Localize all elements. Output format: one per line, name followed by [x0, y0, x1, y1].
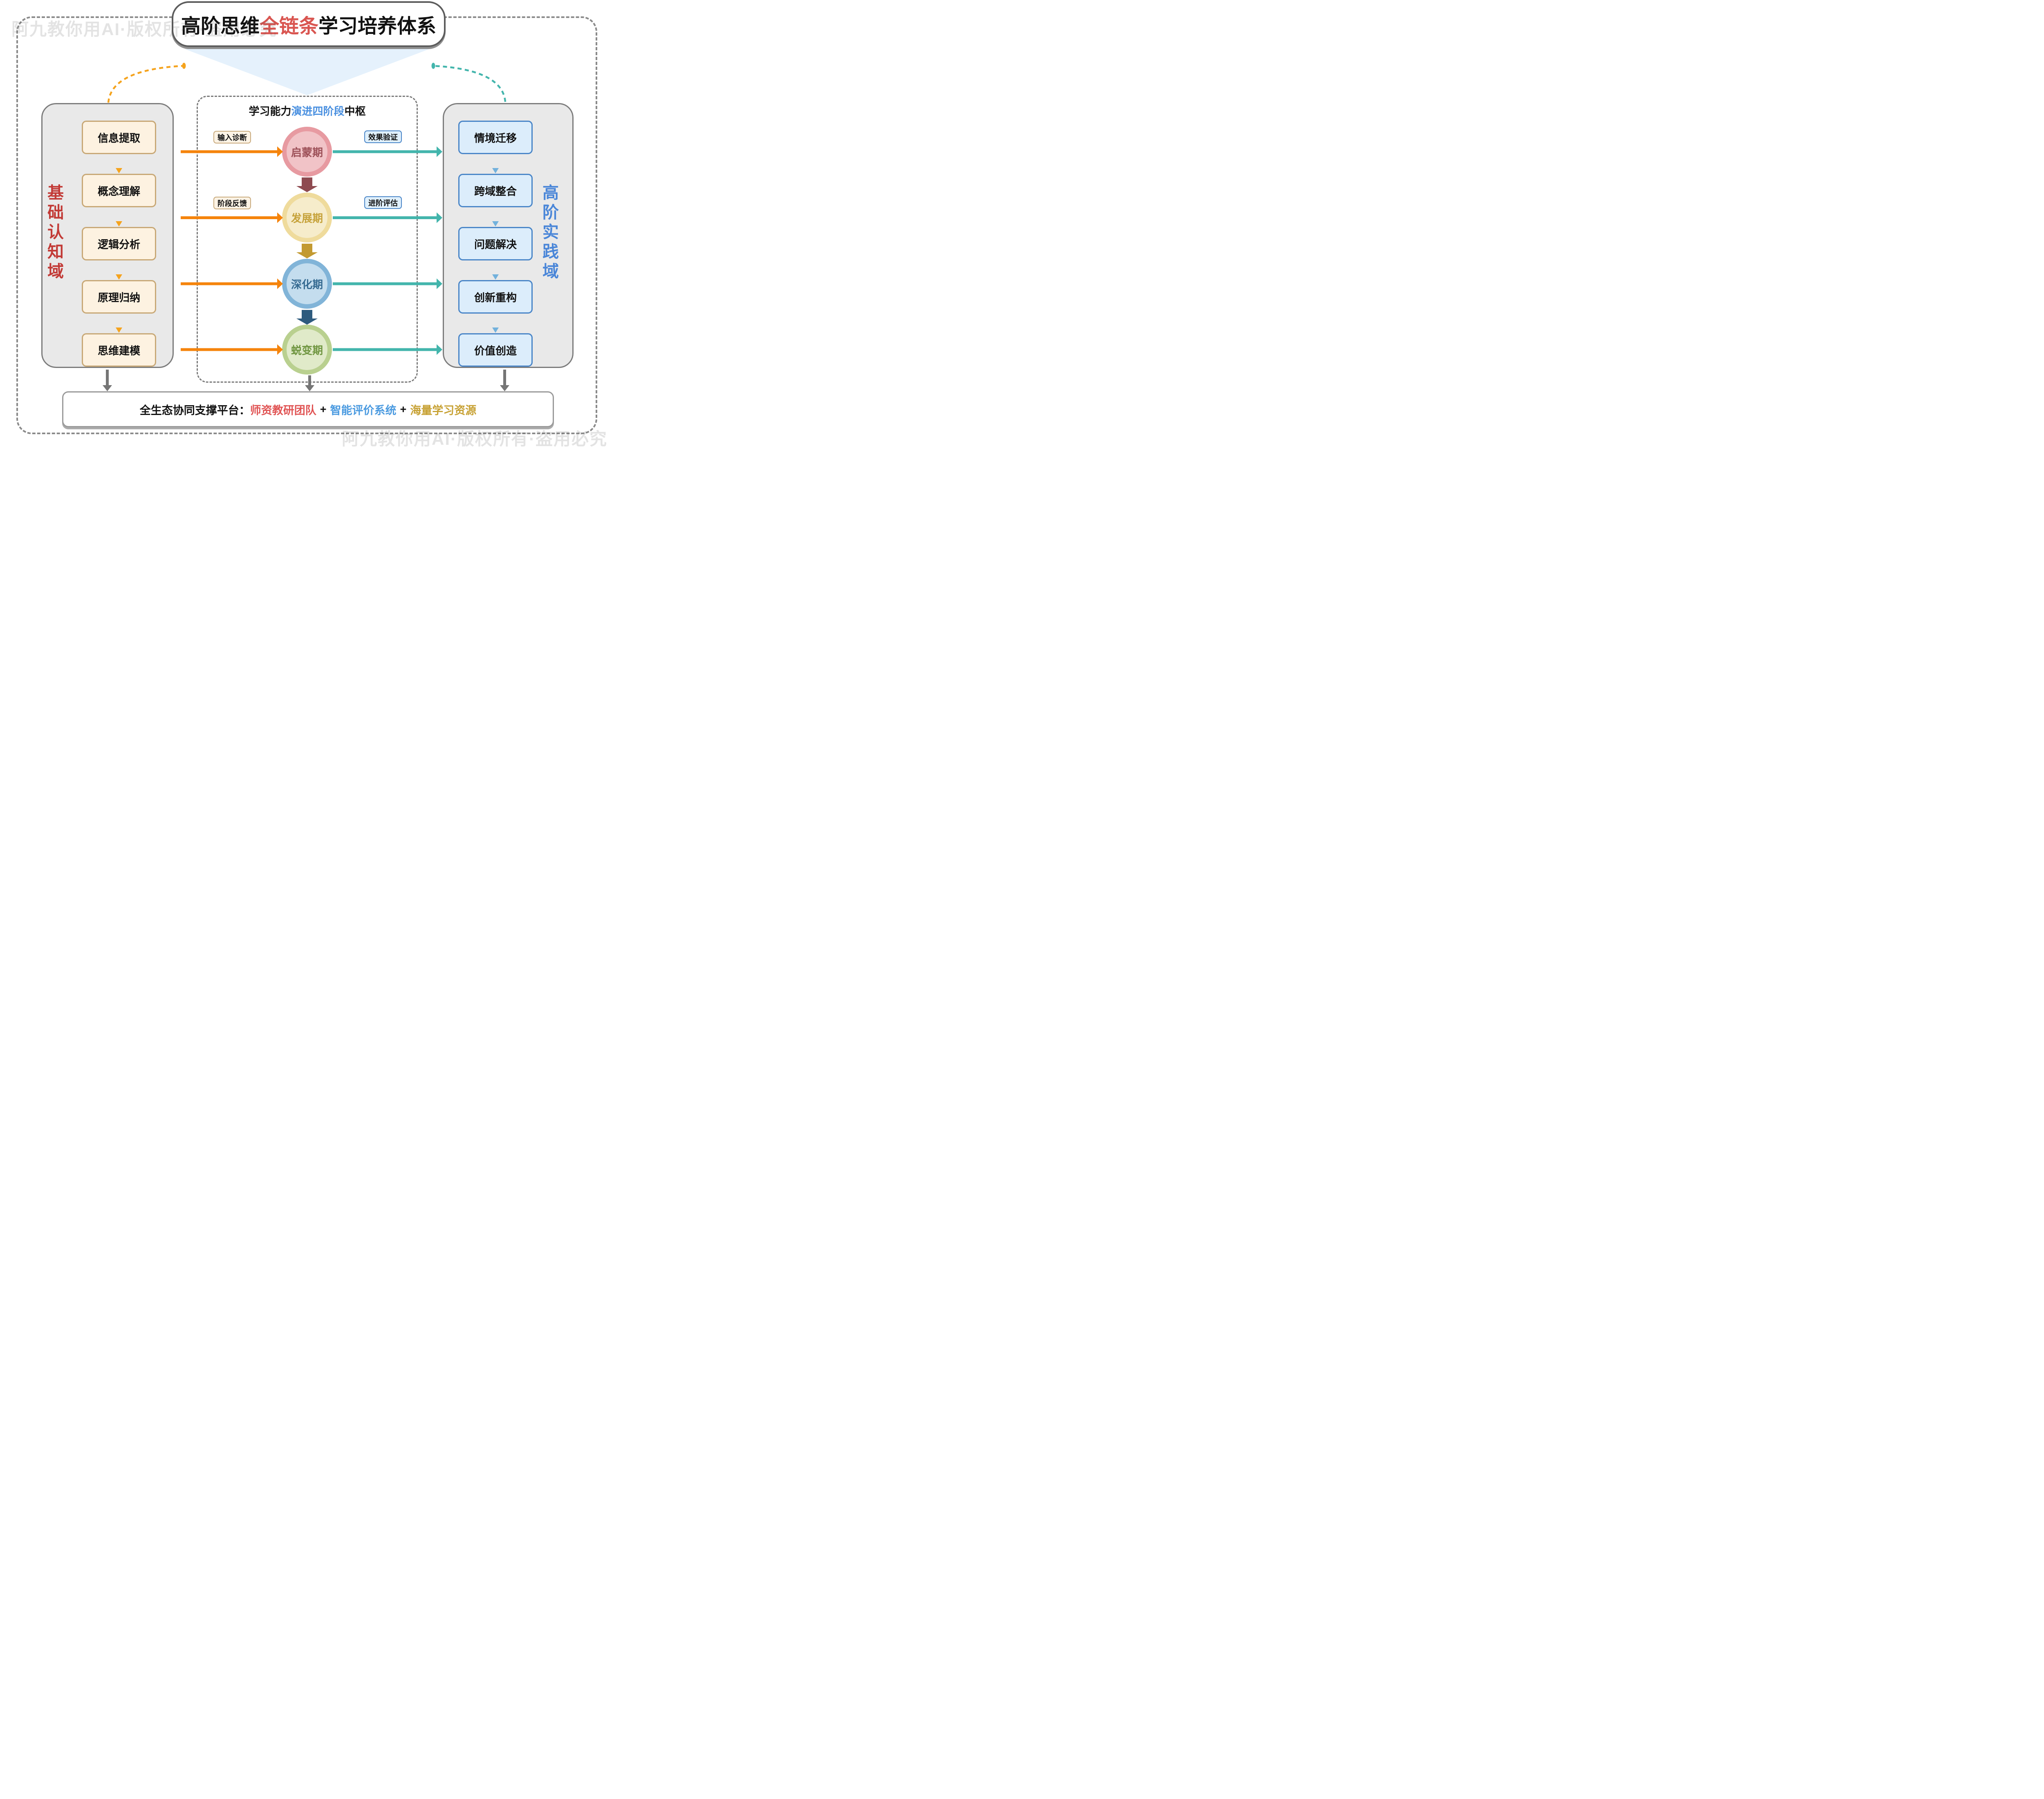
watermark-top: 阿九教你用AI·版权所有·盗用必究 — [11, 20, 277, 39]
left-domain-label: 基础认知域 — [47, 184, 64, 280]
tag-effect-verification: 效果验证 — [364, 130, 402, 143]
bottom-prefix: 全生态协同支撑平台： — [139, 404, 250, 417]
orange-dashed-curve — [107, 65, 184, 103]
diagram-canvas: 阿九教你用AI·版权所有·盗用必究 高阶思维全链条学习培养体系 基础认知域 信息… — [0, 0, 613, 450]
stage-circle-enlightenment: 启蒙期 — [282, 127, 332, 177]
center-panel-title: 学习能力演进四阶段中枢 — [197, 103, 418, 118]
tag-advance-evaluation: 进阶评估 — [364, 196, 402, 209]
left-item-concept-understanding: 概念理解 — [82, 174, 156, 207]
watermark-bottom: 阿九教你用AI·版权所有·盗用必究 — [342, 429, 607, 449]
center-title-prefix: 学习能力 — [249, 105, 291, 117]
center-title-highlight: 演进四阶段 — [291, 105, 345, 117]
right-item-cross-domain-integration: 跨域整合 — [458, 174, 533, 207]
main-title-box: 高阶思维全链条学习培养体系 — [172, 1, 446, 47]
teal-curve-dot — [431, 63, 435, 69]
right-domain-label: 高阶实践域 — [542, 184, 559, 280]
tag-stage-feedback: 阶段反馈 — [213, 197, 251, 209]
main-title-highlight: 全链条 — [259, 16, 318, 37]
stage-circle-deepening: 深化期 — [282, 259, 332, 309]
teal-dashed-curve — [433, 65, 507, 102]
bottom-learning-resources: 海量学习资源 — [410, 404, 477, 417]
left-item-logic-analysis: 逻辑分析 — [82, 227, 156, 260]
right-item-innovation-restructuring: 创新重构 — [458, 280, 533, 314]
background-graphics-layer — [107, 44, 507, 103]
main-title-suffix: 学习培养体系 — [318, 16, 437, 37]
bottom-plus-1: + — [320, 403, 327, 415]
bottom-plus-2: + — [400, 403, 407, 415]
funnel-triangle — [185, 49, 429, 95]
right-item-value-creation: 价值创造 — [458, 333, 533, 367]
right-item-context-transfer: 情境迁移 — [458, 121, 533, 154]
left-item-thinking-modeling: 思维建模 — [82, 333, 156, 367]
bottom-teacher-team: 师资教研团队 — [250, 404, 316, 417]
right-item-problem-solving: 问题解决 — [458, 227, 533, 260]
bottom-evaluation-system: 智能评价系统 — [330, 404, 397, 417]
stage-circle-transformation: 蜕变期 — [282, 325, 332, 375]
bottom-support-platform-bar: 全生态协同支撑平台：师资教研团队+智能评价系统+海量学习资源 — [62, 391, 554, 427]
tag-input-diagnosis: 输入诊断 — [213, 131, 251, 144]
orange-curve-dot — [182, 63, 186, 69]
left-item-principle-induction: 原理归纳 — [82, 280, 156, 314]
center-title-suffix: 中枢 — [344, 105, 366, 117]
left-item-info-extraction: 信息提取 — [82, 121, 156, 154]
stage-circle-development: 发展期 — [282, 193, 332, 242]
main-title-prefix: 高阶思维 — [181, 16, 260, 37]
